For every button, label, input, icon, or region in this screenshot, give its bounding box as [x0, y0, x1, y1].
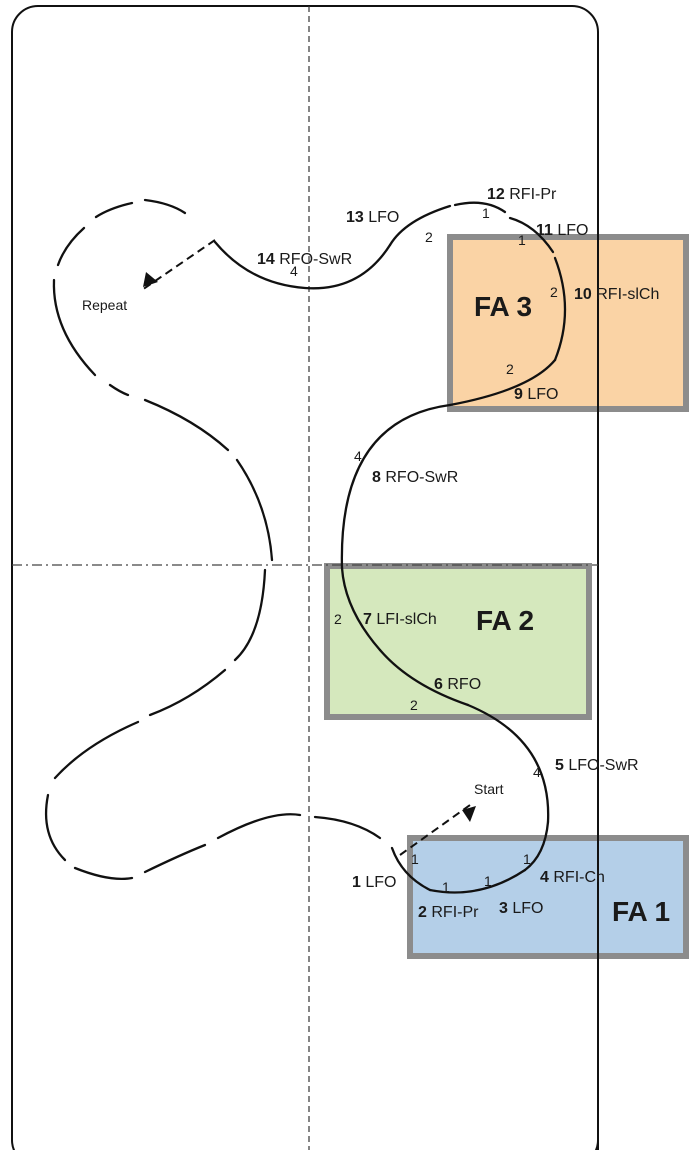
- mirror-segment: [52, 278, 97, 377]
- beat-count: 1: [484, 873, 492, 889]
- lobe-7-lfi-slch: [340, 566, 382, 652]
- beat-count: 4: [354, 448, 362, 464]
- step-label: 14 RFO-SwR: [257, 251, 352, 268]
- mirror-segment: [148, 668, 227, 717]
- step-label: 7 LFI-slCh: [363, 611, 437, 628]
- start-marker: Start: [399, 781, 504, 856]
- mirror-segment: [143, 398, 230, 452]
- mirror-segment: [233, 568, 267, 662]
- step-label: 3 LFO: [499, 900, 543, 917]
- lobe-8-rfo-swr: [340, 403, 452, 570]
- step-label: 6 RFO: [434, 676, 481, 693]
- lobe-11-lfo: [508, 216, 555, 254]
- mirror-segment: [313, 815, 382, 840]
- mirror-segment: [235, 458, 274, 562]
- beat-count: 4: [290, 263, 298, 279]
- mirror-segment: [143, 843, 207, 874]
- focus-area-3-label: FA 3: [474, 291, 532, 322]
- focus-area-1-box: [407, 835, 689, 959]
- lobe-2-3-rfi-lfo: [428, 868, 527, 894]
- step-label: 9 LFO: [514, 386, 558, 403]
- step-label: 13 LFO: [346, 209, 399, 226]
- step-label: 11 LFO: [536, 222, 589, 239]
- start-label: Start: [474, 781, 504, 797]
- repeat-dashed-line: [141, 239, 216, 291]
- beat-count: 4: [533, 764, 541, 780]
- lobe-14-rfo-swr: [213, 240, 392, 290]
- focus-area-2-label: FA 2: [476, 605, 534, 636]
- step-label: 10 RFI-slCh: [574, 286, 659, 303]
- mirror-segment: [53, 720, 140, 780]
- focus-area-boxes: [324, 234, 689, 959]
- lobe-9-lfo: [448, 358, 557, 407]
- step-label: 1 LFO: [352, 874, 396, 891]
- repeat-label: Repeat: [82, 297, 127, 313]
- lobe-13-lfo: [388, 204, 452, 247]
- step-label: 8 RFO-SwR: [372, 469, 458, 486]
- mirror-segment: [44, 793, 67, 862]
- mirror-segment: [94, 201, 134, 219]
- beat-count: 1: [518, 232, 526, 248]
- step-label: 12 RFI-Pr: [487, 186, 557, 203]
- mirror-segment: [216, 813, 302, 840]
- beat-counts: 1 1 1 1 4 2 2 4 2 2 1 1 2 4: [290, 205, 558, 895]
- focus-area-2-box: [324, 563, 592, 720]
- mirror-segment: [73, 866, 134, 881]
- beat-count: 2: [550, 284, 558, 300]
- start-dashed-line: [399, 804, 471, 856]
- beat-count: 2: [506, 361, 514, 377]
- step-labels: 1 LFO 2 RFI-Pr 3 LFO 4 RFI-Ch 5 LFO-SwR …: [257, 186, 659, 921]
- focus-area-labels: FA 3 FA 2 FA 1: [474, 291, 670, 927]
- step-label: 2 RFI-Pr: [418, 904, 479, 921]
- step-label: 4 RFI-Ch: [540, 869, 605, 886]
- pattern-solid-path: [213, 201, 567, 894]
- focus-area-1-label: FA 1: [612, 896, 670, 927]
- repeat-marker: Repeat: [82, 239, 216, 313]
- mirror-segment: [143, 198, 187, 215]
- lobe-12-rfi-pr: [453, 201, 507, 214]
- focus-area-3-box: [447, 234, 689, 412]
- beat-count: 1: [442, 879, 450, 895]
- beat-count: 1: [411, 851, 419, 867]
- lobe-10-rfi-slch: [553, 256, 567, 362]
- beat-count: 1: [482, 205, 490, 221]
- lobe-4-rfi-ch: [523, 820, 550, 872]
- pattern-mirror-path: [44, 198, 382, 881]
- step-label: 5 LFO-SwR: [555, 757, 639, 774]
- lobe-5-lfo-swr: [466, 703, 550, 824]
- lobe-6-rfo: [378, 648, 470, 707]
- beat-count: 2: [410, 697, 418, 713]
- mirror-segment: [108, 383, 130, 397]
- lobe-1-lfo: [390, 846, 432, 892]
- beat-count: 2: [334, 611, 342, 627]
- beat-count: 2: [425, 229, 433, 245]
- beat-count: 1: [523, 851, 531, 867]
- repeat-arrow-icon: [143, 272, 158, 287]
- mirror-segment: [56, 226, 86, 267]
- start-arrow-icon: [462, 806, 476, 822]
